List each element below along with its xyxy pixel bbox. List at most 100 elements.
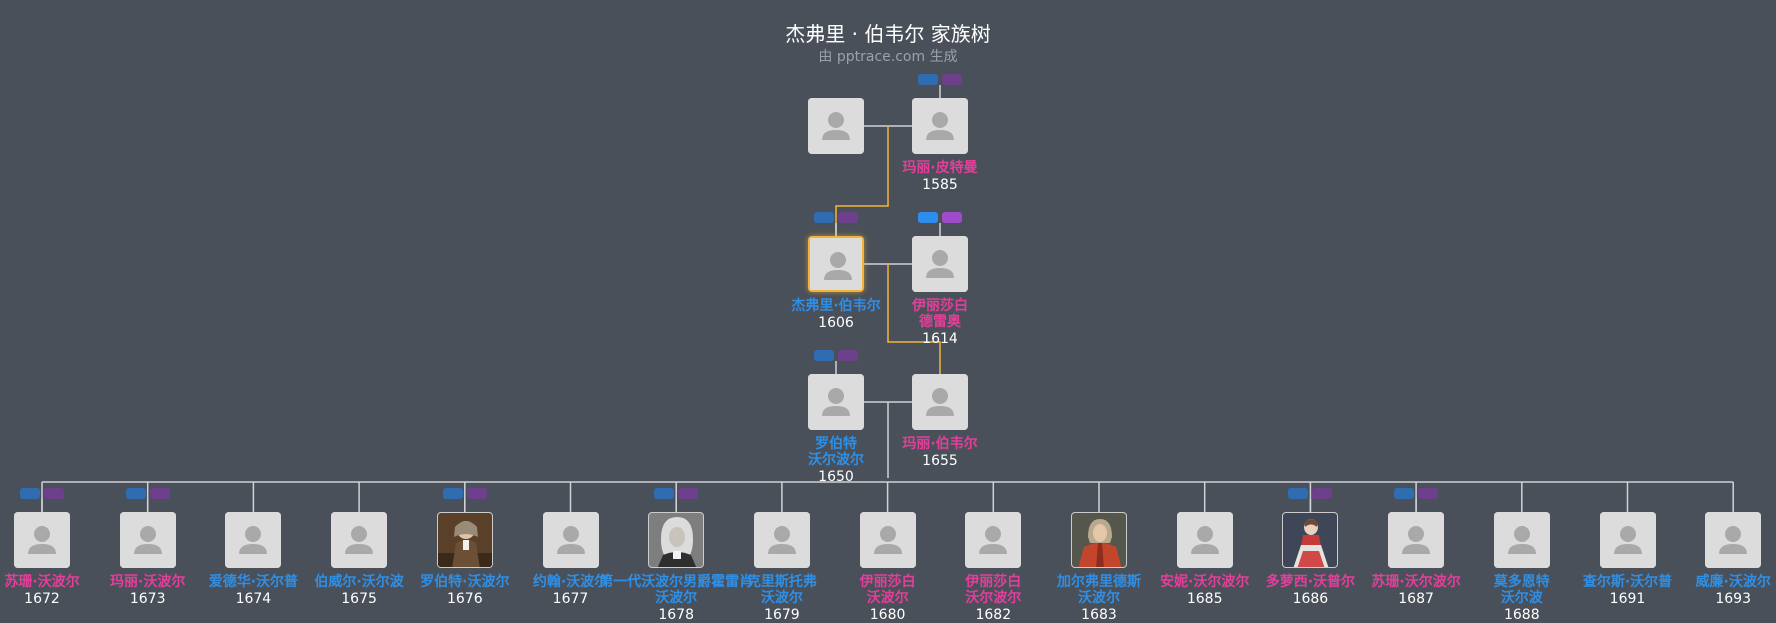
- portrait-photo[interactable]: [1071, 512, 1127, 568]
- person-name-text: 苏珊·沃波尔: [4, 574, 80, 590]
- avatar-placeholder-icon[interactable]: [753, 512, 810, 568]
- avatar-placeholder-icon[interactable]: [808, 374, 864, 430]
- portrait-photo[interactable]: [1282, 512, 1339, 568]
- avatar-placeholder-icon[interactable]: [1705, 512, 1762, 568]
- birth-year: 1680: [869, 607, 906, 623]
- person-name-text: 莫多恩特 沃尔波: [1493, 574, 1550, 606]
- expand-father-toggle[interactable]: [125, 488, 146, 499]
- person-name-text: 克里斯托弗 沃波尔: [746, 574, 817, 606]
- expand-father-toggle[interactable]: [918, 212, 938, 223]
- avatar-placeholder-icon[interactable]: [1493, 512, 1550, 568]
- expand-mother-toggle[interactable]: [678, 488, 699, 499]
- page-subtitle: 由 pptrace.com 生成: [818, 49, 958, 65]
- parent-link-highlight: [887, 264, 941, 374]
- expand-mother-toggle[interactable]: [1312, 488, 1333, 499]
- avatar-placeholder-icon[interactable]: [808, 98, 864, 154]
- avatar-placeholder-icon[interactable]: [912, 236, 968, 292]
- person-name-text: 查尔斯·沃尔普: [1582, 574, 1673, 590]
- expand-mother-toggle[interactable]: [942, 74, 962, 85]
- expand-father-toggle[interactable]: [918, 74, 938, 85]
- avatar-placeholder-icon[interactable]: [859, 512, 916, 568]
- expand-father-toggle[interactable]: [1394, 488, 1415, 499]
- expand-father-toggle[interactable]: [654, 488, 675, 499]
- expand-father-toggle[interactable]: [814, 212, 834, 223]
- avatar-placeholder-icon[interactable]: [542, 512, 599, 568]
- expand-father-toggle[interactable]: [442, 488, 463, 499]
- avatar-placeholder-icon[interactable]: [965, 512, 1022, 568]
- birth-year: 1683: [1081, 607, 1117, 623]
- expand-mother-toggle[interactable]: [942, 212, 962, 223]
- person-name-text: 威廉·沃波尔: [1695, 574, 1771, 590]
- avatar-placeholder-icon[interactable]: [1176, 512, 1233, 568]
- birth-year: 1679: [764, 607, 800, 623]
- expand-mother-toggle[interactable]: [1418, 488, 1439, 499]
- avatar-placeholder-icon[interactable]: [331, 512, 388, 568]
- avatar-placeholder-icon[interactable]: [14, 512, 70, 568]
- person-node[interactable]: [808, 98, 864, 154]
- avatar-placeholder-icon[interactable]: [808, 236, 864, 292]
- person-name-text: 罗伯特 沃尔波尔: [808, 436, 864, 468]
- avatar-placeholder-icon[interactable]: [1388, 512, 1445, 568]
- expand-father-toggle[interactable]: [20, 488, 40, 499]
- expand-mother-toggle[interactable]: [838, 212, 858, 223]
- birth-year: 1688: [1503, 607, 1540, 623]
- portrait-photo[interactable]: [648, 512, 705, 568]
- avatar-placeholder-icon[interactable]: [119, 512, 176, 568]
- avatar-placeholder-icon[interactable]: [1599, 512, 1656, 568]
- expand-mother-toggle[interactable]: [838, 350, 858, 361]
- expand-mother-toggle[interactable]: [44, 488, 64, 499]
- avatar-placeholder-icon[interactable]: [225, 512, 282, 568]
- expand-father-toggle[interactable]: [1288, 488, 1309, 499]
- avatar-placeholder-icon[interactable]: [912, 374, 968, 430]
- expand-mother-toggle[interactable]: [149, 488, 170, 499]
- expand-father-toggle[interactable]: [814, 350, 834, 361]
- portrait-photo[interactable]: [436, 512, 493, 568]
- avatar-placeholder-icon[interactable]: [912, 98, 968, 154]
- expand-mother-toggle[interactable]: [466, 488, 487, 499]
